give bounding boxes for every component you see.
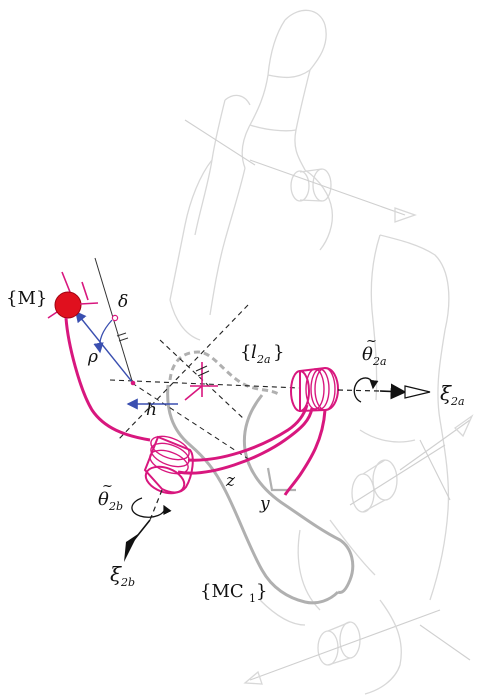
delta-label: δ — [118, 292, 128, 312]
rho-vector — [75, 310, 134, 384]
metacarpal-bone-outline — [166, 350, 355, 605]
z-axis-label: z — [225, 471, 236, 491]
xi2b-label: ξ 2b — [110, 562, 135, 589]
joint-2b-cylinder — [124, 435, 194, 562]
frame-mc1-label: {MC 1 } — [200, 581, 267, 605]
svg-text:2a: 2a — [256, 353, 271, 366]
theta2a-rotation-icon — [353, 377, 379, 403]
svg-text:2b: 2b — [120, 576, 135, 589]
joint-2a-cylinder — [290, 366, 431, 413]
l2a-frame-origin-marker — [184, 362, 218, 401]
frame-l2a-label: { l 2a } — [240, 342, 284, 366]
svg-text:θ: θ — [98, 489, 109, 510]
theta2b-rotation-icon — [131, 497, 172, 518]
ghost-hand-skeleton — [169, 9, 474, 695]
theta2b-label: ~ θ 2b — [98, 479, 123, 513]
svg-text:{MC: {MC — [200, 581, 244, 602]
h-label: h — [146, 400, 157, 420]
frame-l2a-axes — [109, 304, 301, 461]
svg-text:2a: 2a — [372, 355, 387, 368]
xi2a-label: ξ 2a — [440, 381, 465, 408]
rho-label: ρ — [87, 347, 98, 367]
marker-m-group — [47, 257, 178, 410]
svg-text:1: 1 — [249, 592, 256, 605]
marker-ball — [47, 271, 99, 319]
svg-text:θ: θ — [362, 344, 373, 365]
svg-text:l: l — [251, 342, 257, 363]
frame-m-label: {M} — [6, 288, 47, 309]
svg-text:~: ~ — [366, 334, 377, 349]
y-axis-label: y — [259, 494, 270, 514]
link-chain — [64, 317, 327, 496]
svg-text:~: ~ — [102, 479, 113, 494]
svg-text:ξ: ξ — [110, 562, 122, 586]
xi2b-axis — [133, 519, 151, 541]
svg-text:2b: 2b — [108, 500, 123, 513]
svg-text:}: } — [256, 581, 267, 602]
theta2a-label: ~ θ 2a — [362, 334, 387, 368]
xi2a-axis — [379, 383, 407, 400]
svg-text:{: { — [240, 342, 251, 363]
svg-text:2a: 2a — [450, 395, 465, 408]
delta-angle-arc — [93, 319, 113, 354]
svg-text:}: } — [273, 342, 284, 363]
svg-text:ξ: ξ — [440, 381, 452, 405]
